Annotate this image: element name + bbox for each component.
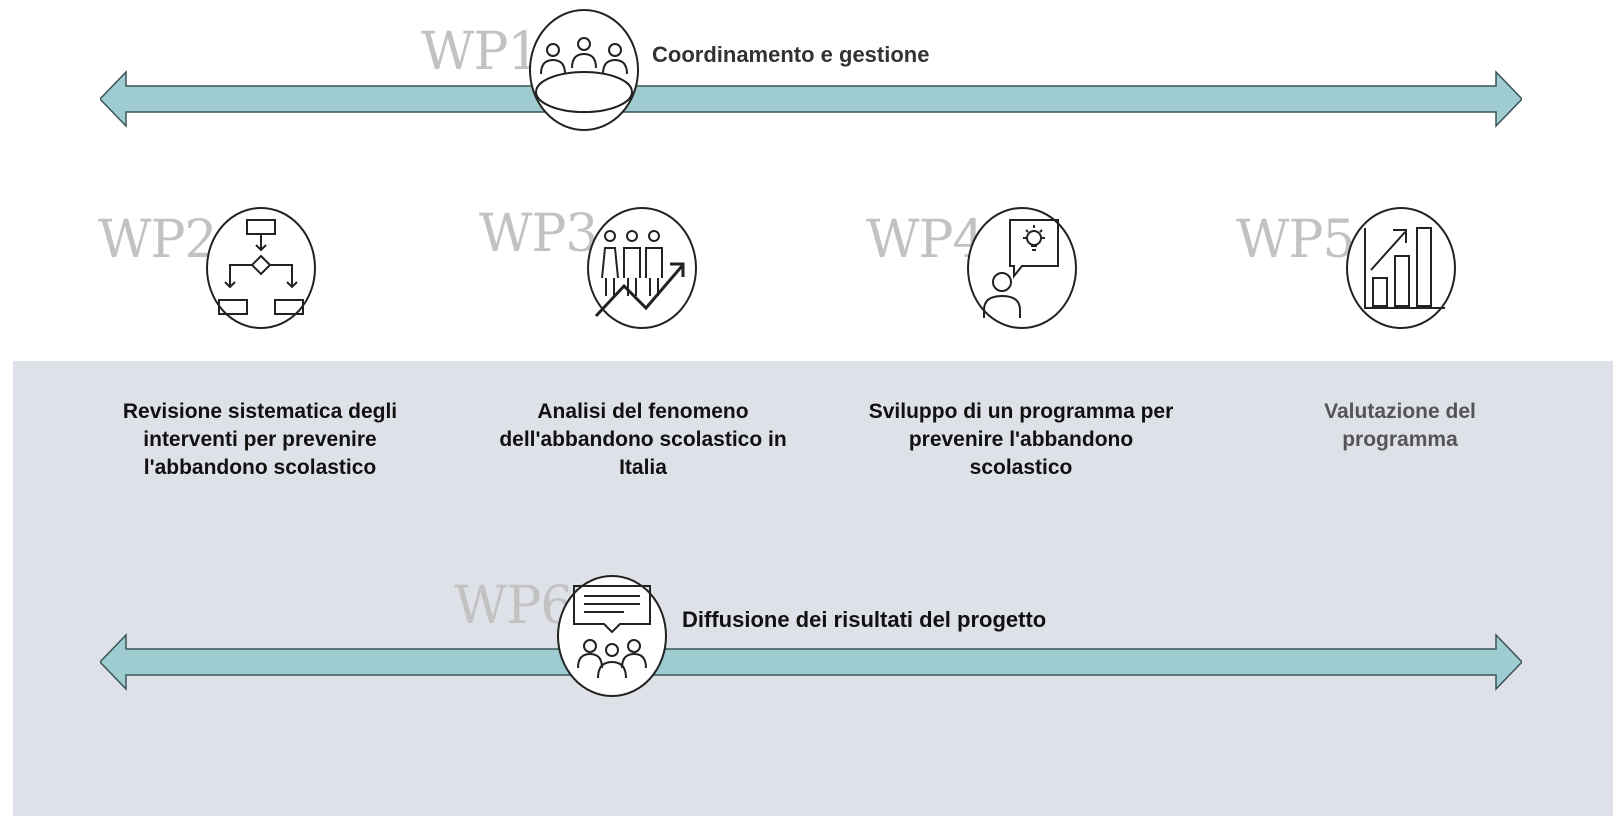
wp2-label: WP2 [98, 210, 218, 270]
wp4-caption: Sviluppo di un programma per prevenire l… [868, 400, 1174, 479]
wp6-title: Diffusione dei risultati del progetto [682, 607, 1047, 632]
wp5-label: WP5 [1236, 210, 1356, 270]
flowchart-icon [205, 206, 317, 330]
wp4-label: WP4 [866, 210, 986, 270]
person-idea-icon [966, 206, 1078, 330]
wp1-title: Coordinamento e gestione [652, 42, 930, 67]
presentation-audience-icon [556, 574, 668, 698]
wp5-caption: Valutazione del programma [1324, 400, 1476, 451]
wp6-timeline-arrow [100, 633, 1522, 691]
wp3-caption: Analisi del fenomeno dell'abbandono scol… [499, 400, 787, 479]
wp3-label: WP3 [479, 204, 599, 264]
meeting-table-icon [528, 8, 640, 132]
growth-bar-chart-icon [1345, 206, 1457, 330]
wp1-label: WP1 [421, 22, 541, 82]
wp1-timeline-arrow [100, 70, 1522, 128]
people-trend-icon [586, 206, 698, 330]
lower-background-panel [13, 361, 1613, 816]
wp6-label: WP6 [454, 576, 574, 636]
wp2-caption: Revisione sistematica degli interventi p… [122, 400, 398, 479]
